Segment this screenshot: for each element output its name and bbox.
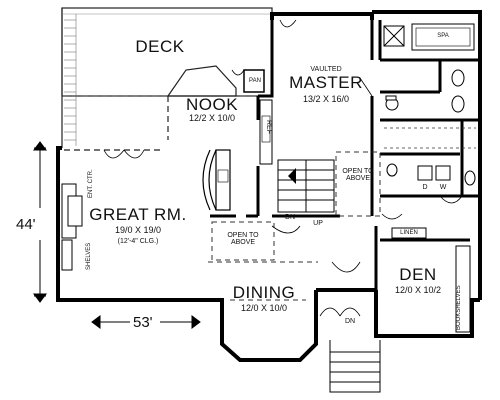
pantry-label: PAN [249,78,261,84]
doors [103,19,463,317]
room-great-room-ceiling: (12'-4" CLG.) [117,238,159,245]
exterior-walls [56,10,482,362]
open-to-above-dining-label: OPEN TO ABOVE [227,232,259,246]
entry-dn-label: DN [344,318,356,325]
deck-area [61,7,273,148]
dryer-label: D [422,184,428,191]
main-stair [277,159,335,213]
nook-bay [60,65,237,151]
ent-ctr-label: ENT. CTR. [88,169,94,198]
open-to-above-stair-label: OPEN TO ABOVE [342,168,374,182]
room-great-room-label: GREAT RM. [89,205,187,224]
stair-dn-label: DN [284,214,296,221]
room-deck-label: DECK [135,37,185,56]
stair-up-label: UP [313,220,323,227]
room-den-size: 12/0 X 10/2 [394,285,442,295]
room-master-size: 13/2 X 16/0 [302,94,350,104]
room-master-note: VAULTED [310,66,342,73]
laundry [386,163,476,186]
dimension-arrows [33,141,201,329]
room-dining-label: DINING [232,283,296,302]
linen-label: LINEN [400,230,418,236]
spa-label: SPA [437,33,449,39]
entry-steps [329,340,381,393]
washer-label: W [439,184,447,191]
fireplace [61,183,83,271]
shelves-label: SHELVES [86,242,92,270]
room-great-room-size: 19/0 X 19/0 [114,225,162,235]
room-den-label: DEN [399,265,437,284]
open-to-above-areas [208,151,381,263]
room-dining-size: 12/0 X 10/0 [240,303,288,313]
ref-label: REF [265,120,272,134]
kitchen-counter [202,149,231,211]
interior-walls [210,20,480,290]
room-nook-size: 12/2 X 10/0 [188,113,236,123]
linen-closet [391,227,427,239]
room-master-label: MASTER [289,73,363,92]
bookshelves-label: BOOKSHELVES [456,285,462,330]
refrigerator [259,99,273,165]
pantry [231,69,265,93]
room-nook-label: NOOK [185,95,239,114]
den-bookshelves [455,245,471,333]
overall-width-dimension: 53' [133,314,153,331]
master-bath [383,23,475,113]
overall-depth-dimension: 44' [16,216,36,233]
